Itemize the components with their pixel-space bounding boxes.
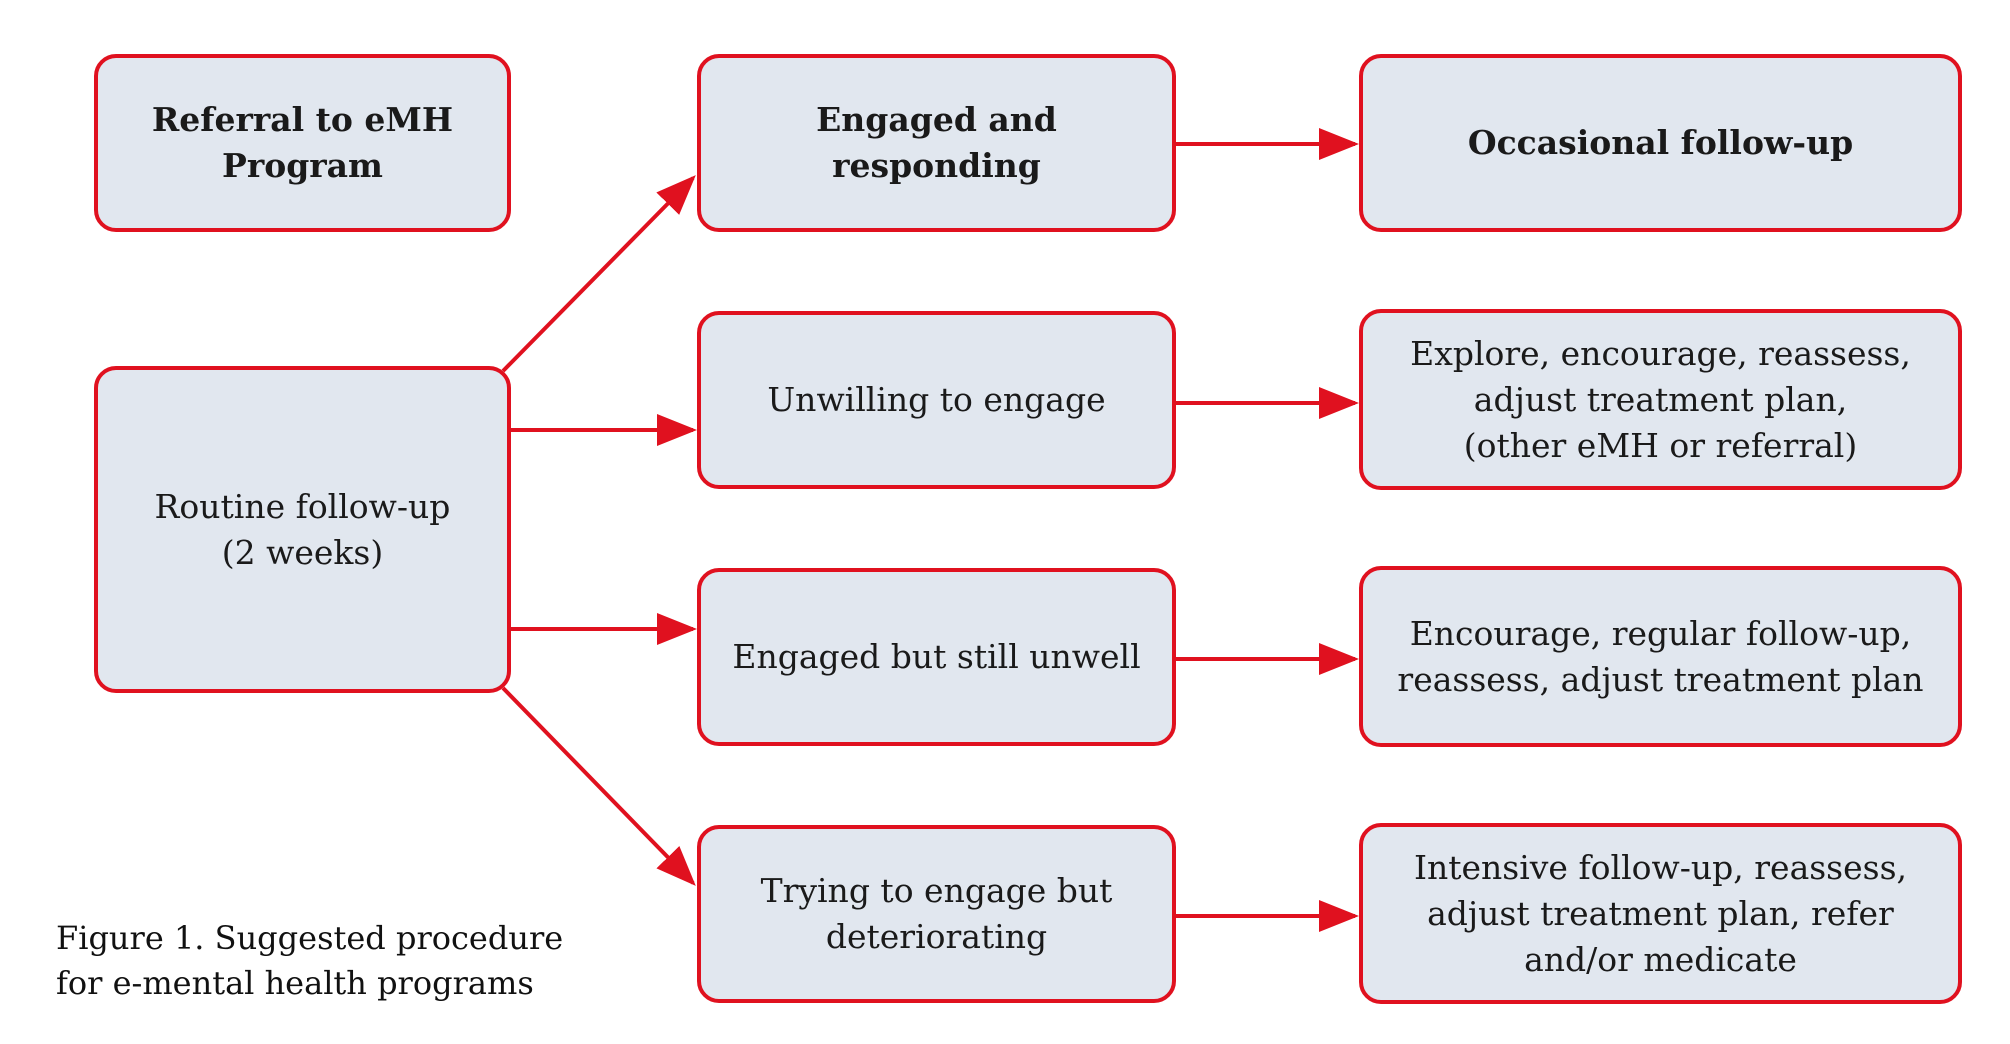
routine-follow-up-box: Routine follow-up (2 weeks): [94, 366, 511, 693]
intensive-box: Intensive follow-up, reassess, adjust tr…: [1359, 823, 1962, 1004]
deteriorating-box: Trying to engage but deteriorating: [697, 825, 1176, 1003]
explore-box: Explore, encourage, reassess, adjust tre…: [1359, 309, 1962, 490]
engaged-unwell-box: Engaged but still unwell: [697, 568, 1176, 746]
arrow-routine-to-deteriorating: [501, 686, 696, 886]
arrow-routine-to-engaged: [501, 175, 696, 373]
encourage-box: Encourage, regular follow-up, reassess, …: [1359, 566, 1962, 747]
unwilling-box: Unwilling to engage: [697, 311, 1176, 489]
figure-caption: Figure 1. Suggested procedure for e-ment…: [56, 919, 564, 1002]
engaged-responding-box: Engaged and responding: [697, 54, 1176, 232]
occasional-follow-up-box: Occasional follow-up: [1359, 54, 1962, 232]
referral-box: Referral to eMH Program: [94, 54, 511, 232]
